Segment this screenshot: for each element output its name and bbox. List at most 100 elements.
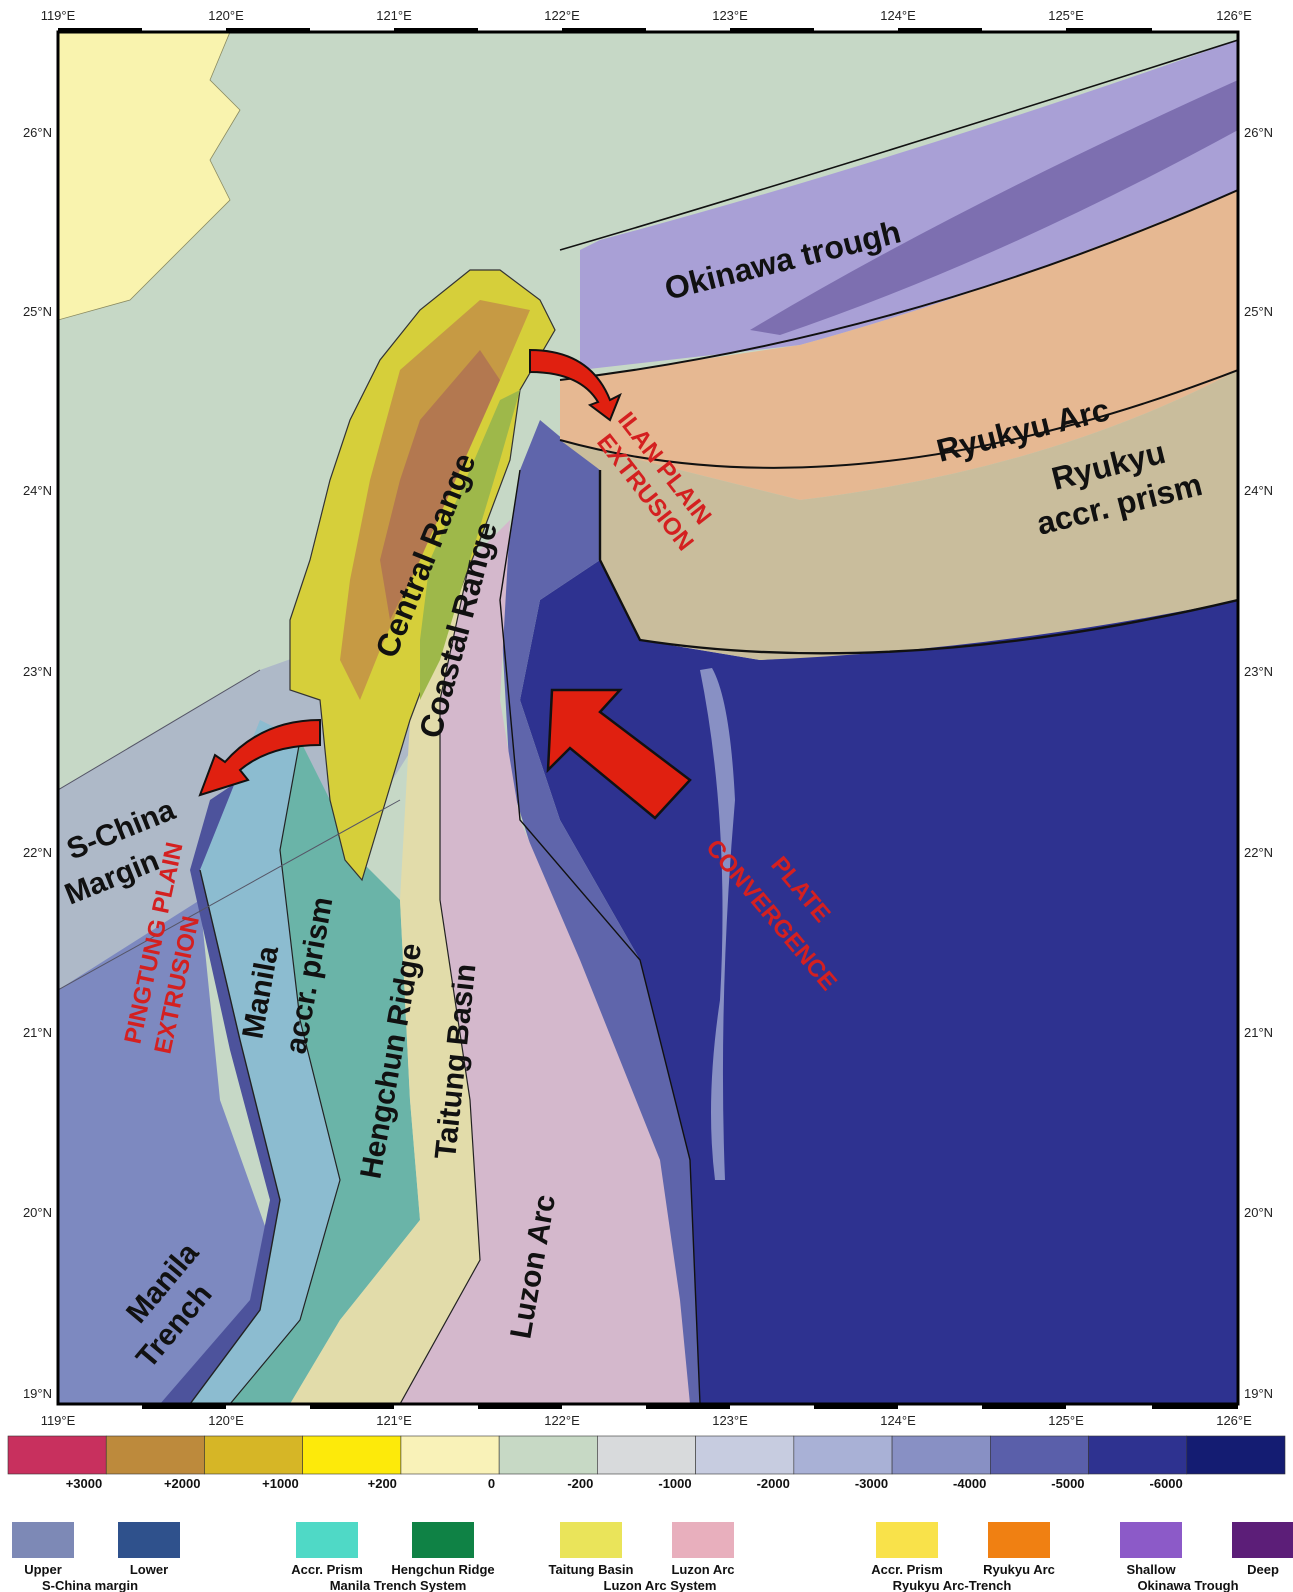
frame-tick [562, 28, 646, 33]
lat-labels-right: 26°N 25°N 24°N 23°N 22°N 21°N 20°N 19°N [1244, 125, 1273, 1401]
lat-label: 21°N [23, 1025, 52, 1040]
s-china-boundary-s [58, 799, 401, 991]
colorbar-swatch [498, 1435, 598, 1475]
legend-group: Okinawa Trough [1137, 1578, 1238, 1592]
frame-tick [898, 28, 982, 33]
colorbar-label: -6000 [1150, 1476, 1183, 1491]
okinawa-boundary-south [559, 189, 1238, 381]
luzon-arc-area [400, 520, 690, 1404]
s-china-boundary-n [58, 669, 261, 791]
frame-ticks [58, 28, 1238, 1409]
legend-swatch [672, 1522, 734, 1558]
ryukyu-arc-area [560, 190, 1238, 500]
legend-swatch [560, 1522, 622, 1558]
ilan-arrow [529, 348, 622, 422]
okinawa-boundary-north [559, 39, 1238, 251]
pingtung-arrow [198, 718, 321, 797]
lat-label: 20°N [23, 1205, 52, 1220]
frame-tick [394, 28, 478, 33]
philippine-sea-basin [520, 560, 1238, 1404]
lon-label: 119°E [41, 1413, 76, 1428]
legend-swatch [1232, 1522, 1293, 1558]
colorbar-swatch [400, 1435, 500, 1475]
legend-label: Taitung Basin [549, 1562, 634, 1577]
lat-label: 21°N [1244, 1025, 1273, 1040]
luzon-arc-boundary [499, 469, 701, 1404]
colorbar-swatch [105, 1435, 205, 1475]
lat-label: 22°N [1244, 845, 1273, 860]
legend-label: Accr. Prism [291, 1562, 363, 1577]
legend-label: Deep [1247, 1562, 1279, 1577]
hengchun-boundary [229, 739, 341, 1404]
colorbar-swatch [695, 1435, 795, 1475]
colorbar-label: 0 [488, 1476, 495, 1491]
lat-label: 24°N [23, 483, 52, 498]
legend-swatch [412, 1522, 474, 1558]
frame-tick [310, 1404, 394, 1409]
lat-label: 19°N [23, 1386, 52, 1401]
lon-label: 122°E [544, 8, 580, 23]
frame-tick [730, 28, 814, 33]
legend-label: Luzon Arc [671, 1562, 734, 1577]
lat-label: 25°N [23, 304, 52, 319]
colorbar-swatch [990, 1435, 1089, 1475]
lon-label: 122°E [544, 1413, 580, 1428]
ryukyu-prism-area [560, 370, 1238, 660]
colorbar-label: -3000 [855, 1476, 888, 1491]
lon-label: 125°E [1048, 8, 1084, 23]
lon-label: 121°E [376, 1413, 412, 1428]
colorbar-swatch [891, 1435, 991, 1475]
legend-label: Ryukyu Arc [983, 1562, 1055, 1577]
colorbar-swatch [204, 1435, 303, 1475]
colorbar-label: +3000 [66, 1476, 103, 1491]
lat-label: 22°N [23, 845, 52, 860]
frame-tick [1152, 1404, 1238, 1409]
colorbar-swatch [302, 1435, 402, 1475]
legend-swatch [1120, 1522, 1182, 1558]
legend-swatch [12, 1522, 74, 1558]
legend-label: Hengchun Ridge [391, 1562, 494, 1577]
lon-label: 123°E [712, 8, 748, 23]
legend-group: Luzon Arc System [604, 1578, 717, 1592]
ryukyu-trench-line [598, 470, 1238, 655]
frame-tick [1066, 28, 1152, 33]
colorbar-label: -5000 [1051, 1476, 1084, 1491]
legend-group: Manila Trench System [330, 1578, 467, 1592]
colorbar-label: +2000 [164, 1476, 201, 1491]
lat-label: 24°N [1244, 483, 1273, 498]
lon-label: 123°E [712, 1413, 748, 1428]
colorbar-swatch [1186, 1435, 1286, 1475]
lat-labels-left: 26°N 25°N 24°N 23°N 22°N 21°N 20°N 19°N [23, 125, 52, 1401]
hengchun-ridge-area [230, 740, 420, 1404]
frame-tick [982, 1404, 1066, 1409]
mainland-china [58, 32, 241, 321]
colorbar-label: +1000 [262, 1476, 299, 1491]
taitung-basin-area [290, 560, 480, 1404]
lon-label: 120°E [208, 1413, 244, 1428]
depth-colorbar [7, 1435, 1286, 1475]
colorbar-swatch [7, 1435, 107, 1475]
lat-label: 23°N [23, 664, 52, 679]
colorbar-label: -200 [567, 1476, 593, 1491]
colorbar-label: +200 [368, 1476, 397, 1491]
map-body [58, 32, 1238, 1404]
lon-label: 120°E [208, 8, 244, 23]
okinawa-trough-deep [750, 80, 1238, 335]
lon-labels-top: 119°E 120°E 121°E 122°E 123°E 124°E 125°… [41, 8, 1252, 23]
legend-label: Shallow [1126, 1562, 1176, 1577]
colorbar-label: -1000 [658, 1476, 691, 1491]
lat-label: 19°N [1244, 1386, 1273, 1401]
lon-labels-bottom: 119°E 120°E 121°E 122°E 123°E 124°E 125°… [41, 1413, 1252, 1428]
okinawa-trough-area [580, 40, 1238, 370]
legend-group: S-China margin [42, 1578, 138, 1592]
plate-convergence-arrow [546, 688, 692, 820]
colorbar-swatch [1088, 1435, 1188, 1475]
taiwan-peaks [380, 350, 500, 620]
colorbar-label: -4000 [953, 1476, 986, 1491]
legend-swatch [876, 1522, 938, 1558]
ryukyu-arc-boundary [559, 369, 1238, 469]
colorbar-swatch [597, 1435, 696, 1475]
coastal-range-area [420, 390, 520, 700]
